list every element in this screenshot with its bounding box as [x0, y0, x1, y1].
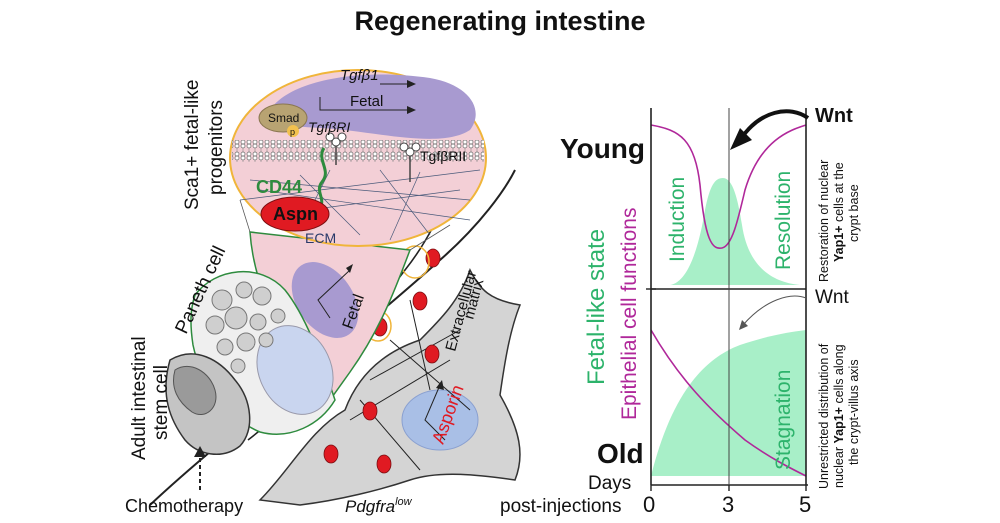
- chemotherapy-arrowhead: [194, 446, 206, 457]
- zoom-ellipse: [229, 69, 487, 247]
- fetal-like-state-label: Fetal-like state: [583, 229, 610, 385]
- young-label: Young: [560, 133, 645, 164]
- tgfb1-label: Tgfβ1: [340, 67, 379, 84]
- paneth-granules: [205, 281, 286, 374]
- progenitors-label-1: Sca1+ fetal-like: [182, 80, 203, 210]
- cd44-receptor: [316, 147, 327, 212]
- fetal-cell-arrow: [317, 269, 351, 319]
- zoom-line-left: [239, 199, 251, 233]
- induction-label: Induction: [666, 177, 689, 262]
- x-tick-0: 0: [643, 492, 655, 517]
- ecm-label: ECM: [305, 230, 336, 246]
- stem-cell-label-1: Adult intestinal: [129, 336, 150, 460]
- x-tick-5: 5: [799, 492, 811, 517]
- wnt-arrow-top: [738, 109, 810, 142]
- progenitors-label-2: progenitors: [206, 100, 227, 195]
- chemotherapy-label: Chemotherapy: [125, 496, 243, 516]
- unrestricted-label-2: nuclear Yap1+ cells along: [832, 344, 846, 488]
- smad-phospho: [287, 125, 299, 137]
- tick-marks: [646, 288, 807, 491]
- days-label-2: post-injections: [500, 496, 621, 517]
- tgfbri-label: TgfβRI: [308, 119, 350, 135]
- tgfbrii-receptor: [399, 142, 421, 182]
- stem-cell-lobe: [173, 365, 217, 415]
- zoom-line-right: [409, 224, 451, 251]
- epithelial-functions-label: Epithelial cell functions: [618, 208, 641, 420]
- epithelial-curve-bottom: [650, 329, 807, 477]
- restoration-label-3: crypt base: [847, 184, 861, 242]
- restoration-label-2: Yap1+ cells at the: [832, 162, 846, 262]
- right-panel: Young Old Days post-injections 0 3 5 Fet…: [500, 105, 861, 517]
- wnt-arrow-bottom: [742, 295, 807, 326]
- asporin-arrowhead: [436, 380, 444, 390]
- wnt-arrowhead-bottom: [739, 320, 748, 330]
- wnt-bottom-label: Wnt: [815, 287, 850, 308]
- figure-title: Regenerating intestine: [354, 6, 646, 36]
- unrestricted-label-1: Unrestricted distribution of: [817, 343, 831, 489]
- smad-label: Smad: [268, 111, 299, 125]
- wnt-arrowhead-top: [730, 128, 752, 150]
- fetal-cell-arrowhead: [346, 264, 353, 273]
- old-label: Old: [597, 438, 644, 469]
- aspn-label: Aspn: [273, 204, 318, 224]
- fetal-label: Fetal: [350, 93, 383, 110]
- smad-p-label: p: [290, 127, 295, 137]
- pdgfra-label: Pdgfralow: [345, 496, 413, 516]
- ecm-fibers: [349, 299, 471, 471]
- restoration-label-1: Restoration of nuclear: [817, 160, 831, 282]
- fetal-cell-nucleus: [291, 262, 359, 338]
- tgfbri-receptor: [325, 132, 347, 165]
- stem-cell-label-2: stem cell: [151, 365, 172, 440]
- stagnation-label: Stagnation: [772, 370, 795, 470]
- paneth-nucleus: [256, 325, 334, 415]
- cell-membrane: [232, 140, 484, 162]
- aspn-protein: [260, 196, 330, 232]
- left-panel: Sca1+ fetal-like progenitors Tgfβ1 Fetal…: [125, 67, 522, 516]
- x-tick-3: 3: [722, 492, 734, 517]
- smad-protein: [258, 103, 308, 133]
- ecm-mesh: [239, 169, 481, 241]
- epithelial-curve-top: [650, 124, 807, 249]
- wnt-top-label: Wnt: [815, 105, 853, 127]
- tgfbrii-label: TgfβRII: [420, 148, 466, 164]
- fetal-like-peak: [670, 178, 800, 285]
- days-label-1: Days: [588, 473, 631, 494]
- cd44-label: CD44: [256, 177, 302, 197]
- unrestricted-label-3: the crypt-villus axis: [847, 359, 861, 465]
- fibroblast-nucleus: [401, 389, 479, 451]
- resolution-label: Resolution: [772, 171, 795, 270]
- asporin-arrow: [424, 384, 446, 441]
